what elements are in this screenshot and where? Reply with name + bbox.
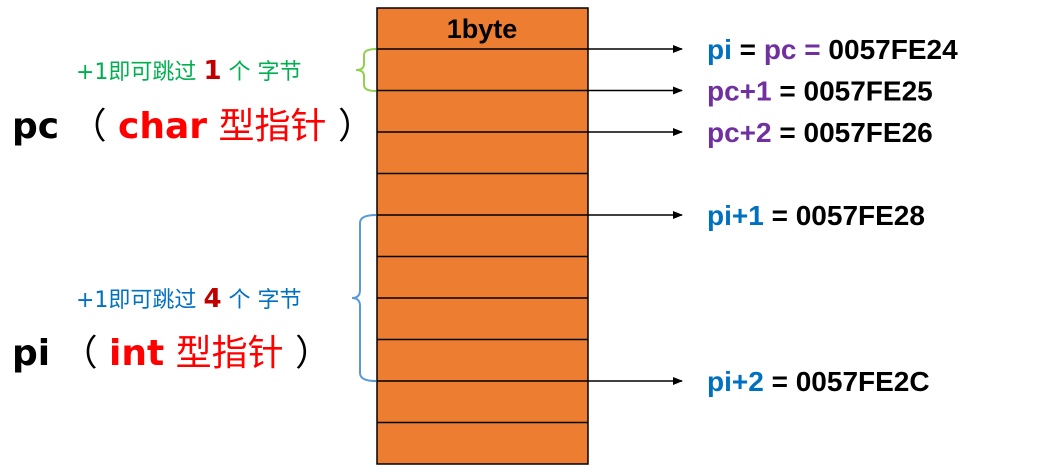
pointer-label-part: = 0057FE2C [764,366,930,397]
pointer-address-label: pi = pc = 0057FE24 [707,34,958,65]
memory-cell-dividers [377,48,588,424]
char-pointer-type-suffix: 型指针 [219,106,327,147]
int-step-number: 4 [203,284,221,314]
int-pointer-open-paren: （ [62,333,98,374]
char-step-number: 1 [203,56,221,86]
pointer-label-part: = 0057FE28 [764,200,925,231]
pointer-label-part: pi+1 [707,200,764,231]
pointer-label-part: 0057FE24 [828,34,958,65]
char-pointer-type-word: char [118,106,207,147]
pointer-label-part: pi [707,34,732,65]
char-pointer-name: pc [12,106,59,147]
char-step-suffix: 个 字节 [229,60,302,85]
char-step-prefix: +1即可跳过 [76,60,196,85]
int-pointer-type-word: int [109,333,164,374]
int-pointer-close-paren: ） [295,333,331,374]
pointer-label-part: = 0057FE25 [772,76,933,107]
char-step-label: +1即可跳过 1 个 字节 [76,56,302,86]
int-pointer-label: pi （ int 型指针 ） [12,333,331,374]
memory-block: 1byte [376,7,589,465]
int-pointer-type-suffix: 型指针 [176,333,284,374]
pointer-label-part: = [732,34,764,65]
pointer-label-part: = 0057FE26 [772,117,933,148]
pointer-address-label: pi+1 = 0057FE28 [707,200,925,231]
pointer-address-label: pc+2 = 0057FE26 [707,117,933,148]
char-pointer-label: pc （ char 型指针 ） [12,106,374,147]
int-step-prefix: +1即可跳过 [76,288,196,313]
pointer-label-part: pc [764,34,797,65]
pointer-label-part: pc+1 [707,76,772,107]
memory-block-fill [376,7,589,465]
int-brace [351,214,377,382]
pointer-label-part: pi+2 [707,366,764,397]
char-pointer-open-paren: （ [71,106,107,147]
int-pointer-name: pi [12,333,50,374]
pointer-label-part: pc+2 [707,117,772,148]
pointer-label-part: = [797,34,829,65]
int-step-suffix: 个 字节 [229,288,302,313]
char-pointer-close-paren: ） [338,106,374,147]
int-step-label: +1即可跳过 4 个 字节 [76,284,302,314]
pointer-arrows [588,45,683,385]
pointer-address-label: pc+1 = 0057FE25 [707,76,933,107]
char-brace [355,48,377,92]
memory-header-label: 1byte [447,14,518,44]
pointer-address-label: pi+2 = 0057FE2C [707,366,930,397]
